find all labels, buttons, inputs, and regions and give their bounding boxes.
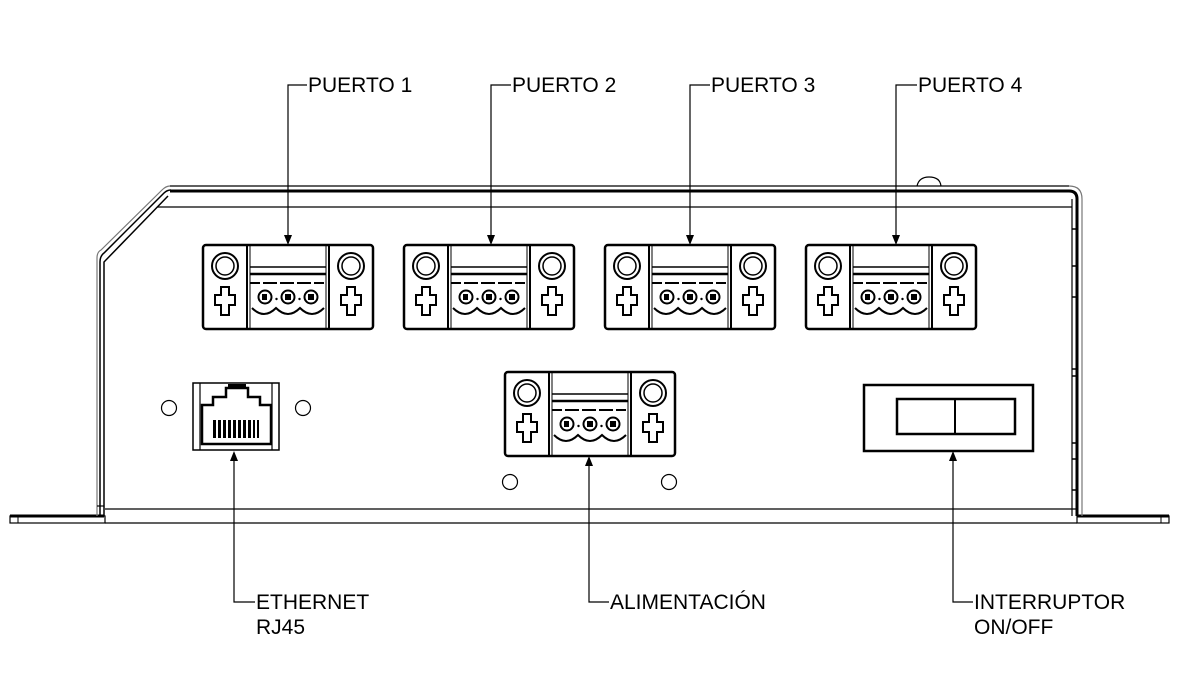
mounting-hole [160, 399, 178, 417]
enclosure [9, 176, 1170, 524]
port-1-connector [201, 243, 375, 331]
power-connector [503, 370, 677, 458]
port-3-label: PUERTO 3 [711, 74, 815, 97]
port-3-connector [603, 243, 777, 331]
mounting-hole [660, 473, 678, 491]
port-4-label: PUERTO 4 [918, 74, 1023, 97]
leader-lines [233, 84, 973, 603]
arrowheads [230, 235, 957, 466]
ethernet-type-label: RJ45 [256, 616, 305, 639]
mounting-hole [501, 473, 519, 491]
port-4-connector [804, 243, 978, 331]
switch-type-label: ON/OFF [974, 616, 1053, 639]
port-2-connector [402, 243, 576, 331]
port-1-label: PUERTO 1 [308, 74, 412, 97]
power-label: ALIMENTACIÓN [610, 591, 766, 614]
mounting-hole [294, 399, 312, 417]
on-off-switch [862, 383, 1035, 453]
switch-label: INTERRUPTOR [974, 591, 1125, 614]
ethernet-label: ETHERNET [256, 591, 369, 614]
rj45-jack [192, 382, 280, 451]
port-2-label: PUERTO 2 [512, 74, 616, 97]
